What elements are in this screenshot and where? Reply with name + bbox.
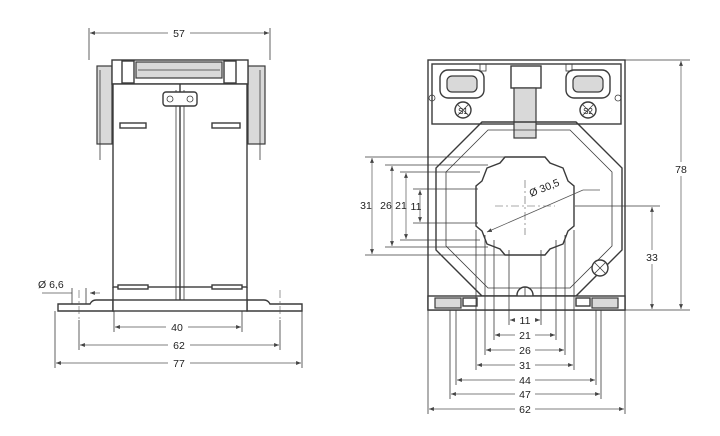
dim-width-57: 57 — [173, 28, 185, 40]
dim-bottom-26: 26 — [519, 345, 531, 357]
left-ear — [96, 65, 113, 145]
left-flange — [57, 287, 114, 312]
dim-width-40: 40 — [171, 322, 183, 334]
dim-bottom-11: 11 — [520, 315, 531, 327]
dim-width-77: 77 — [173, 358, 185, 370]
dim-height-78: 78 — [675, 164, 687, 176]
terminal-label-s2: S2 — [583, 107, 593, 116]
dim-vertical-26: 26 — [380, 200, 392, 212]
side-view: 57 Ø 6,6 — [38, 27, 303, 370]
dim-width-62: 62 — [173, 340, 185, 352]
dim-vertical-11: 11 — [411, 201, 422, 213]
dim-vertical-21: 21 — [395, 200, 407, 212]
terminal-label-s1: S1 — [458, 107, 468, 116]
base-foot-right — [591, 297, 619, 309]
right-flange — [246, 287, 303, 312]
dim-bottom-62: 62 — [519, 404, 531, 416]
base-foot-left — [434, 297, 462, 309]
dim-bottom-47: 47 — [519, 389, 531, 401]
front-view: S1 S2 Ø 30,5 78 — [360, 59, 692, 416]
right-ear — [247, 65, 266, 145]
dim-hole-diameter: Ø 6,6 — [38, 279, 64, 291]
dim-bottom-21: 21 — [519, 330, 531, 342]
dim-height-33: 33 — [646, 252, 658, 264]
dim-bottom-31: 31 — [519, 360, 531, 372]
dim-bottom-44: 44 — [519, 375, 531, 387]
dim-vertical-31: 31 — [360, 200, 372, 212]
center-clip — [513, 87, 537, 139]
primary-aperture — [475, 156, 575, 256]
